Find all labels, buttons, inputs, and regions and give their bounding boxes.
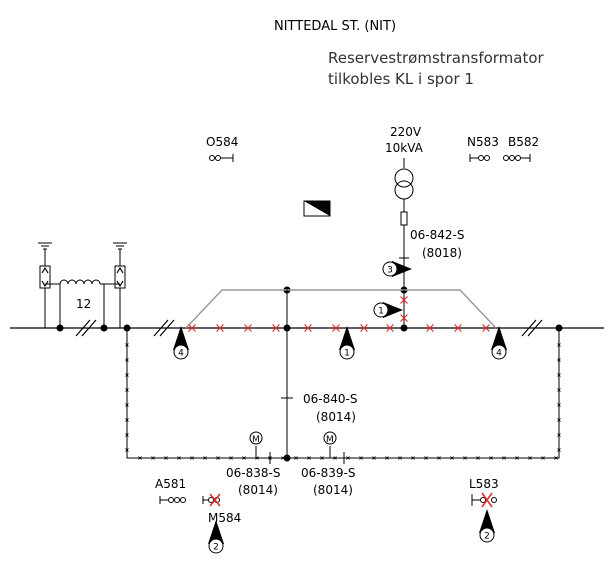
signal-m584-label: M584 (208, 511, 241, 525)
switch-840-id: 06-840-S (303, 392, 357, 406)
marker-3: 1 (339, 326, 355, 360)
signal-o584-label: O584 (206, 135, 238, 149)
switch-838-id: 06-838-S (226, 466, 280, 480)
station-title: NITTEDAL ST. (NIT) (274, 19, 396, 34)
transformer-voltage: 220V (390, 125, 422, 139)
marker-number: 4 (178, 349, 184, 359)
marker-number: 1 (378, 307, 384, 317)
signal-n583-icon (469, 154, 490, 162)
signal-b582-icon (503, 154, 531, 162)
transformer-power: 10kVA (385, 141, 424, 155)
signal-n583-label: N583 (467, 135, 499, 149)
switch-839-symbol (323, 431, 345, 464)
switch-838-symbol (249, 431, 271, 464)
marker-4: 4 (173, 326, 189, 360)
motor-label-838: M (252, 435, 260, 445)
marker-number: 1 (344, 349, 350, 359)
switch-842-id: 06-842-S (410, 228, 464, 242)
marker-5: 4 (491, 326, 507, 360)
signal-m584-cross (209, 493, 221, 507)
signal-b582-label: B582 (508, 135, 539, 149)
switch-839-ref: (8014) (313, 483, 353, 497)
signal-l583-cross (481, 492, 493, 508)
switch-842-ref: (8018) (422, 246, 462, 260)
signal-l583-icon (471, 494, 497, 506)
signal-a581-icon (159, 496, 186, 504)
marker-number: 2 (213, 543, 219, 553)
position-markers: 3 1 1 4 4 2 2 (173, 261, 507, 554)
return-conductor (126, 328, 560, 459)
track-nodes (56, 286, 563, 462)
marker-7: 2 (479, 509, 495, 543)
switch-838-ref: (8014) (238, 483, 278, 497)
siding-track (185, 289, 497, 329)
transformer-icon (394, 158, 414, 290)
marker-number: 3 (387, 266, 393, 276)
motor-label-839: M (326, 435, 334, 445)
feeder-lines (281, 290, 405, 458)
switch-840-ref: (8014) (316, 410, 356, 424)
switch-839-id: 06-839-S (301, 466, 355, 480)
marker-2: 1 (373, 302, 403, 318)
conductor-ticks (125, 343, 561, 460)
marker-number: 4 (496, 349, 502, 359)
signal-l583-label: L583 (469, 477, 499, 491)
main-track (10, 319, 604, 337)
signal-o584-icon (209, 154, 234, 162)
direction-flag-icon (303, 200, 331, 217)
earthing-device-icon (38, 242, 127, 328)
marker-6: 2 (208, 520, 224, 554)
note-line-2: tilkobles KL i spor 1 (328, 70, 474, 88)
note-line-1: Reservestrømstransformator (328, 49, 545, 67)
marker-1: 3 (382, 261, 412, 277)
signal-a581-label: A581 (155, 477, 186, 491)
earthing-marks (188, 296, 490, 332)
section-label: 12 (76, 297, 91, 311)
marker-number: 2 (484, 532, 490, 542)
